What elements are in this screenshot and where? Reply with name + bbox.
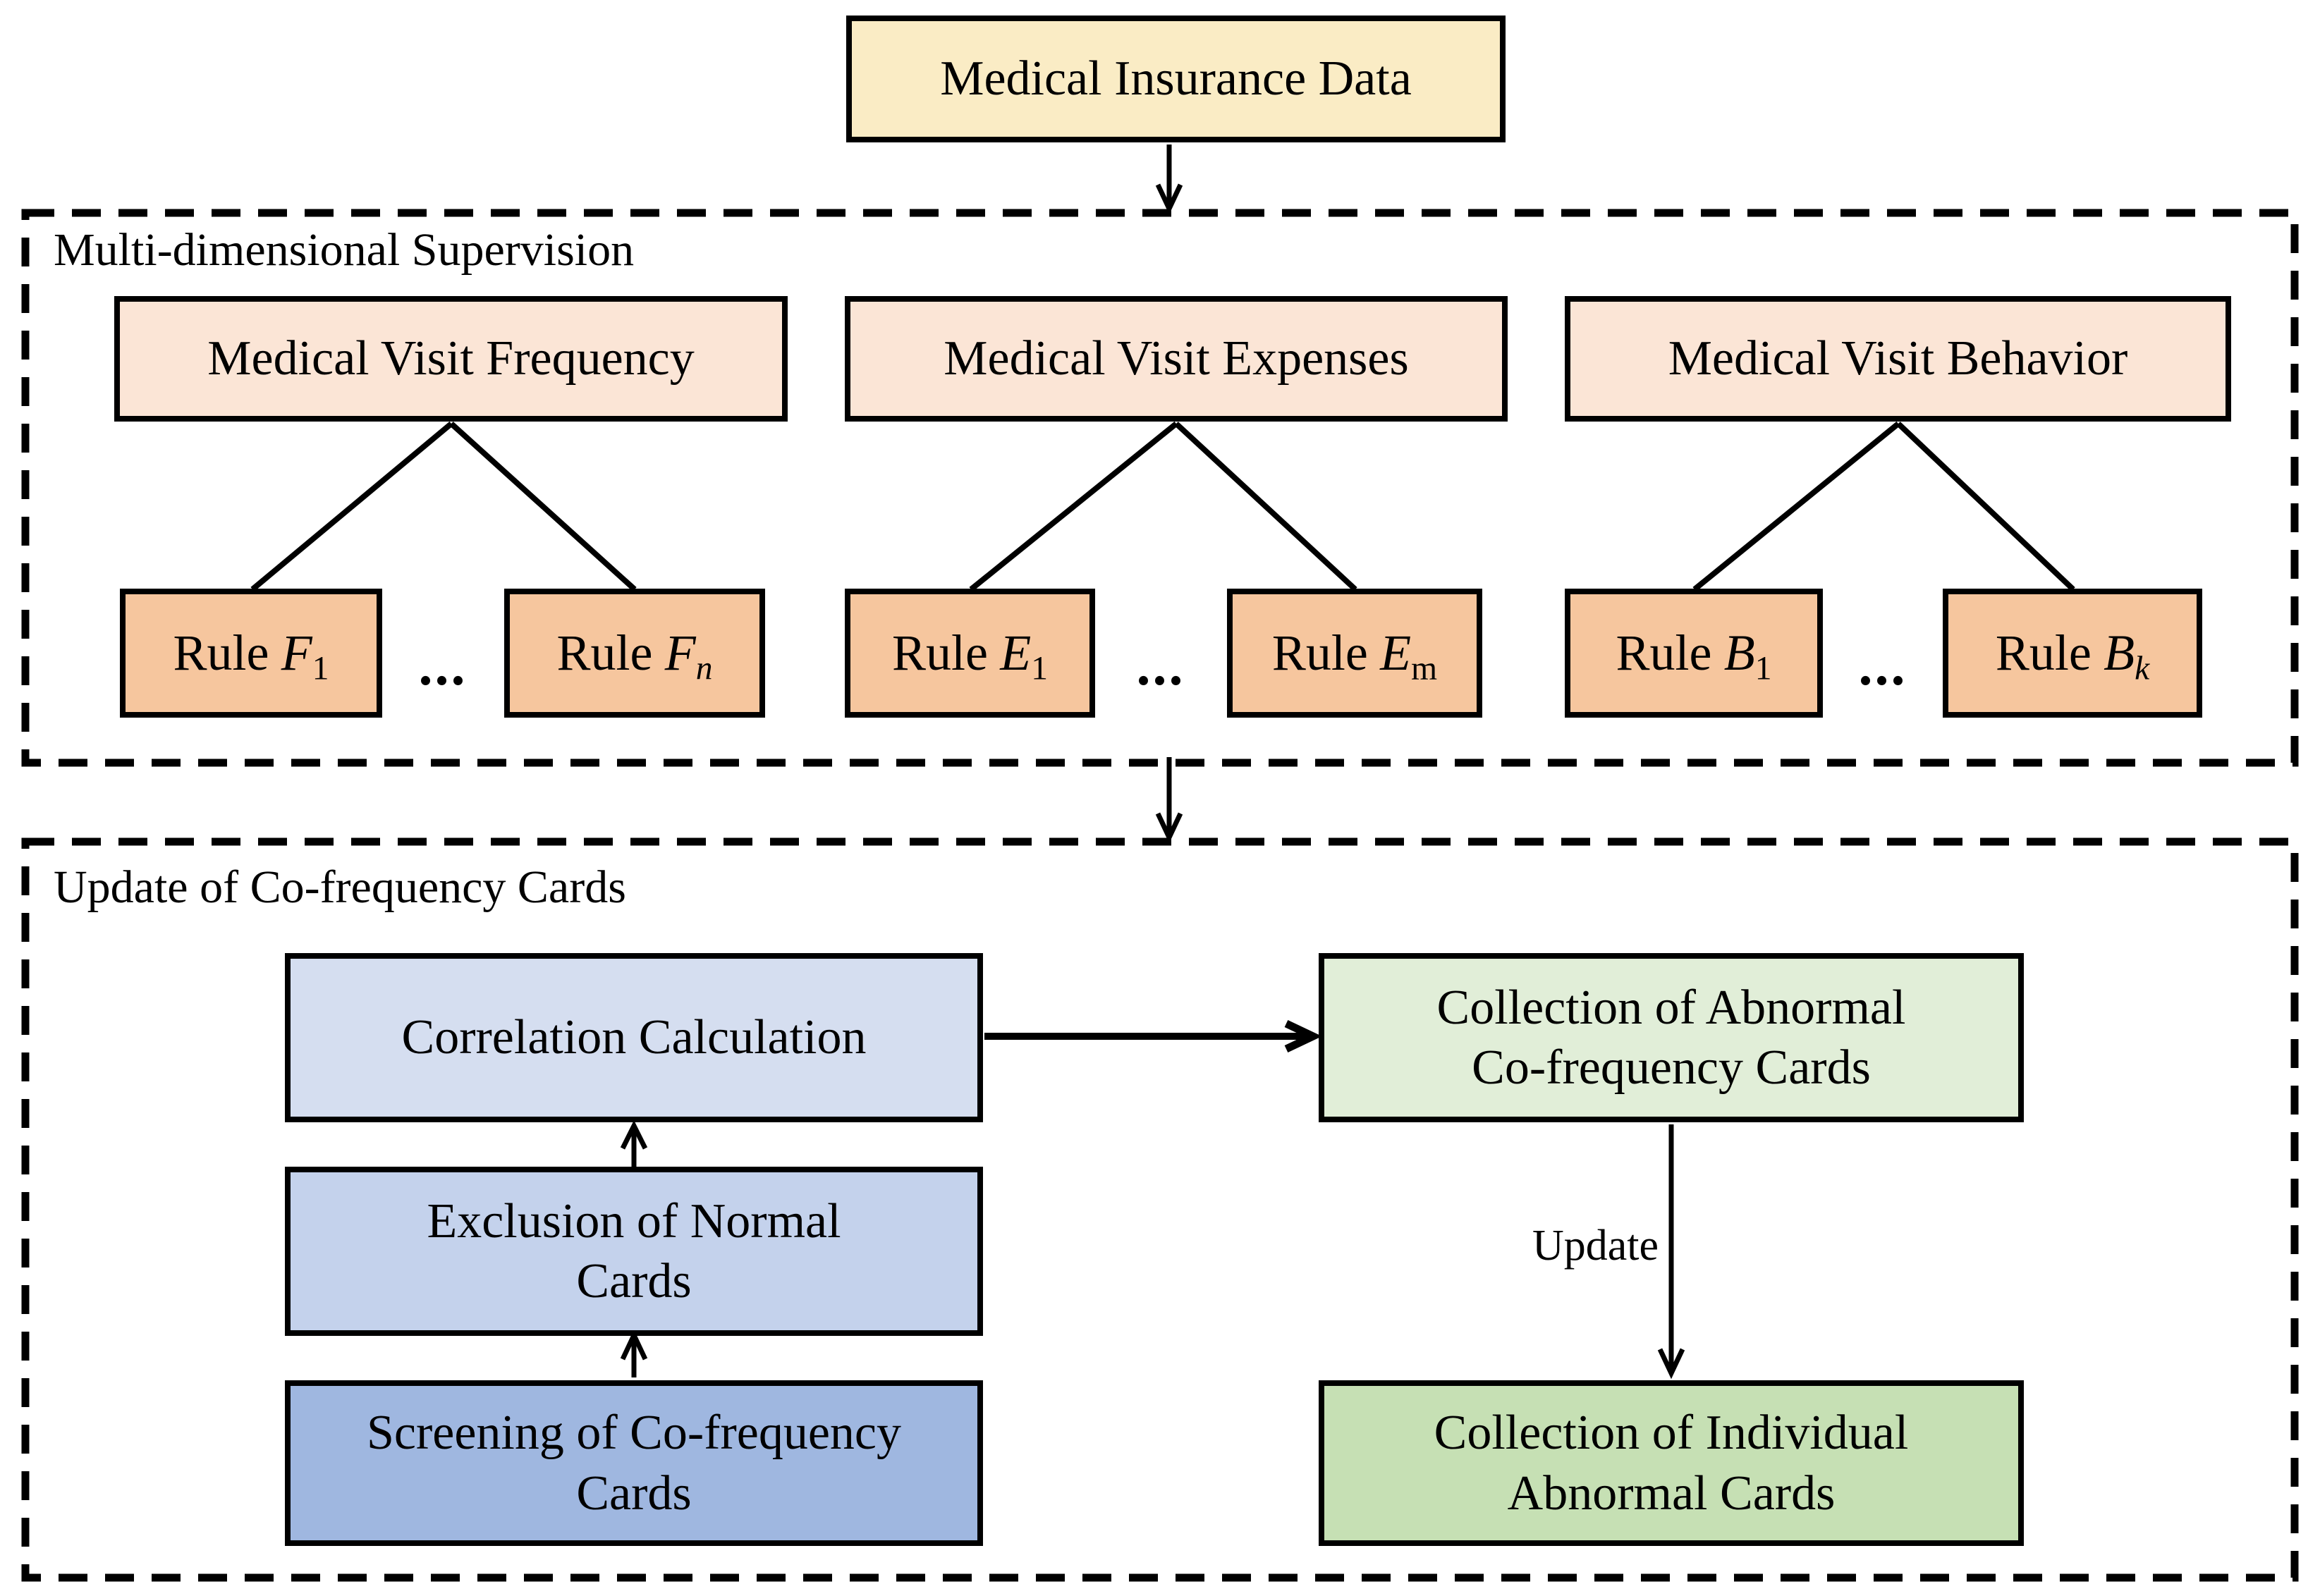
ellipsis-expenses: ... bbox=[1136, 634, 1185, 697]
supervision-section-label: Multi-dimensional Supervision bbox=[54, 224, 635, 276]
update-section-label: Update of Co-frequency Cards bbox=[54, 861, 626, 913]
collection-individual-abnormal-label: Collection of Individual Abnormal Cards bbox=[1434, 1406, 1909, 1521]
ellipsis-frequency: ... bbox=[418, 634, 468, 697]
collection-abnormal-cofrequency-box: Collection of Abnormal Co-frequency Card… bbox=[1319, 953, 2024, 1122]
correlation-calculation-box: Correlation Calculation bbox=[285, 953, 983, 1122]
exclusion-of-normal-cards-label: Exclusion of Normal Cards bbox=[427, 1193, 841, 1308]
arrow-correlation-to-abnormal bbox=[984, 1020, 1322, 1052]
arrow-root-to-supervision bbox=[1155, 145, 1183, 215]
dimension-behavior-label: Medical Visit Behavior bbox=[1668, 331, 2128, 386]
collection-abnormal-cofrequency-label: Collection of Abnormal Co-frequency Card… bbox=[1436, 980, 1906, 1095]
dimension-box-expenses: Medical Visit Expenses bbox=[845, 296, 1508, 422]
dimension-box-behavior: Medical Visit Behavior bbox=[1565, 296, 2231, 422]
dimension-frequency-label: Medical Visit Frequency bbox=[207, 331, 695, 386]
medical-insurance-data-label: Medical Insurance Data bbox=[940, 51, 1412, 106]
dimension-box-frequency: Medical Visit Frequency bbox=[114, 296, 788, 422]
arrow-exclusion-to-correlation bbox=[620, 1120, 648, 1164]
medical-insurance-data-box: Medical Insurance Data bbox=[846, 16, 1506, 142]
supervision-container-border bbox=[21, 209, 2299, 767]
arrow-abnormal-to-individual bbox=[1657, 1124, 1685, 1380]
update-arrow-label: Update bbox=[1532, 1222, 1659, 1270]
collection-individual-abnormal-box: Collection of Individual Abnormal Cards bbox=[1319, 1380, 2024, 1546]
screening-of-cofrequency-cards-label: Screening of Co-frequency Cards bbox=[366, 1406, 902, 1521]
dimension-expenses-label: Medical Visit Expenses bbox=[944, 331, 1409, 386]
arrow-supervision-to-update bbox=[1155, 757, 1183, 844]
correlation-calculation-label: Correlation Calculation bbox=[401, 1010, 867, 1065]
supervision-tree-lines bbox=[250, 421, 2075, 592]
ellipsis-behavior: ... bbox=[1858, 634, 1907, 697]
exclusion-of-normal-cards-box: Exclusion of Normal Cards bbox=[285, 1167, 983, 1336]
screening-of-cofrequency-cards-box: Screening of Co-frequency Cards bbox=[285, 1380, 983, 1546]
update-container-border bbox=[21, 837, 2299, 1582]
